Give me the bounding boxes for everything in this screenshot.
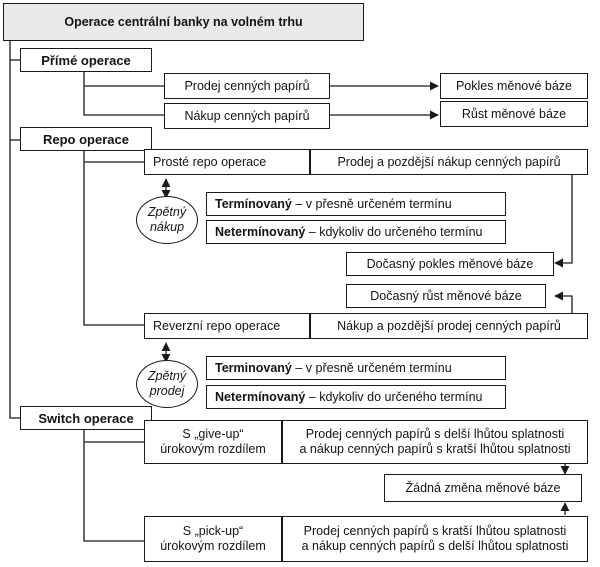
neterminovany-text-2: – kdykoliv do určeného termínu: [308, 389, 483, 404]
terminovany-box: Termínovaný – v přesně určeném termínu: [206, 192, 506, 216]
proste-repo-operace-box: Prosté repo operace: [144, 149, 310, 175]
proste-repo-popis-box: Prodej a pozdější nákup cenných papírů: [310, 149, 588, 175]
give-up-line1: S „give-up“: [182, 427, 244, 441]
zpetny-prodej-line1: Zpětný: [147, 369, 187, 383]
neterminovany-box: Netermínovaný – kdykoliv do určeného ter…: [206, 220, 506, 244]
section-switch-operace: Switch operace: [20, 406, 152, 430]
section-repo-operace: Repo operace: [20, 127, 152, 151]
give-up-popis-line2: a nákup cenných papírů s kratší lhůtou s…: [299, 442, 571, 456]
zpetny-prodej-line2: prodej: [149, 384, 185, 398]
neterminovany-text: – kdykoliv do určeného termínu: [308, 224, 483, 239]
terminovany-label: Termínovaný: [215, 196, 292, 211]
pick-up-line1: S „pick-up“: [182, 524, 244, 538]
nakup-cennych-papiru-box: Nákup cenných papírů: [164, 103, 330, 129]
zpetny-nakup-oval: Zpětný nákup: [136, 196, 198, 244]
neterminovany-label: Netermínovaný: [215, 224, 306, 239]
docasny-rust-box: Dočasný růst měnové báze: [346, 284, 546, 308]
give-up-popis-box: Prodej cenných papírů s delší lhůtou spl…: [282, 420, 588, 464]
pick-up-line2: úrokovým rozdílem: [160, 539, 266, 553]
pick-up-popis-line1: Prodej cenných papírů s kratší lhůtou sp…: [303, 524, 567, 538]
pick-up-popis-box: Prodej cenných papírů s kratší lhůtou sp…: [282, 516, 588, 562]
give-up-box: S „give-up“ úrokovým rozdílem: [144, 420, 282, 464]
zpetny-nakup-line1: Zpětný: [147, 205, 187, 219]
terminovany-text: – v přesně určeném termínu: [295, 196, 452, 211]
reverzni-repo-operace-box: Reverzní repo operace: [144, 313, 310, 339]
reverzni-repo-popis-box: Nákup a pozdější prodej cenných papírů: [310, 313, 588, 339]
terminovany-label-2: Terminovaný: [215, 360, 292, 375]
docasny-pokles-box: Dočasný pokles měnové báze: [346, 252, 554, 276]
diagram-title: Operace centrální banky na volném trhu: [3, 3, 364, 41]
prodej-cennych-papiru-box: Prodej cenných papírů: [164, 73, 330, 99]
give-up-popis-line1: Prodej cenných papírů s delší lhůtou spl…: [305, 427, 565, 441]
section-prime-operace: Přímé operace: [20, 48, 152, 72]
neterminovany-box-2: Netermínovaný – kdykoliv do určeného ter…: [206, 385, 506, 409]
terminovany-text-2: – v přesně určeném termínu: [295, 360, 452, 375]
pick-up-box: S „pick-up“ úrokovým rozdílem: [144, 516, 282, 562]
zpetny-prodej-oval: Zpětný prodej: [136, 360, 198, 408]
zadna-zmena-box: Žádná změna měnové báze: [384, 474, 582, 502]
pick-up-popis-line2: a nákup cenných papírů s delší lhůtou sp…: [301, 539, 569, 553]
pokles-menove-baze-box: Pokles měnové báze: [440, 73, 588, 99]
neterminovany-label-2: Netermínovaný: [215, 389, 306, 404]
terminovany-box-2: Terminovaný – v přesně určeném termínu: [206, 356, 506, 380]
rust-menove-baze-box: Růst měnové báze: [440, 101, 588, 127]
zpetny-nakup-line2: nákup: [149, 220, 185, 234]
give-up-line2: úrokovým rozdílem: [160, 442, 266, 456]
